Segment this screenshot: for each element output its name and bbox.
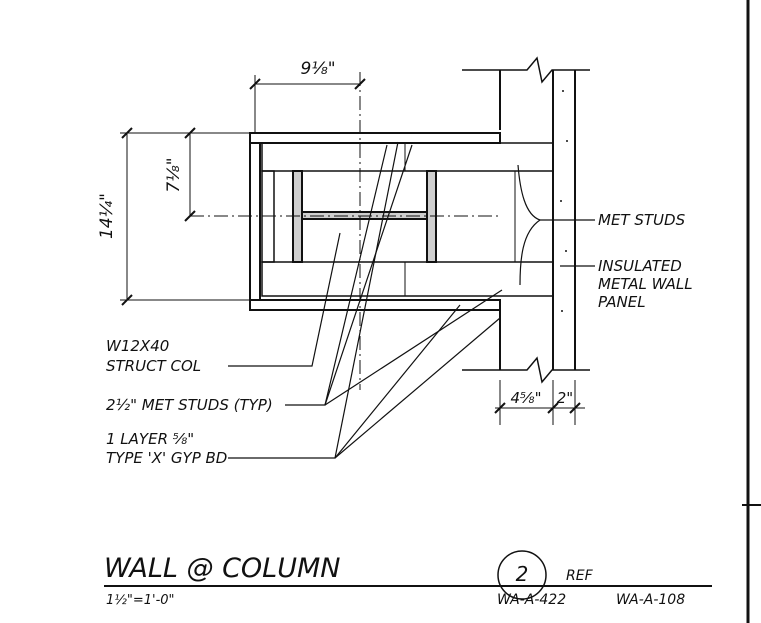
- detail-sheet: WA-A-422: [497, 592, 566, 608]
- detail-ref-sheet: WA-A-108: [616, 592, 685, 608]
- callout-column-line1: W12X40: [106, 337, 169, 355]
- detail-number: 2: [516, 562, 529, 586]
- callout-panel-line2: METAL WALL: [598, 275, 693, 293]
- dimension-wall-thickness: 4⅝" 2": [494, 380, 585, 425]
- callout-panel-line1: INSULATED: [598, 257, 682, 275]
- leader-lines: [228, 141, 595, 459]
- callout-panel-line3: PANEL: [598, 293, 646, 311]
- dimension-half-depth: 7⅛": [164, 127, 196, 222]
- detail-title: WALL @ COLUMN: [104, 553, 340, 584]
- dimension-overall-depth-label: 14¼": [97, 193, 117, 239]
- callout-gyp-line1: 1 LAYER ⅝": [106, 430, 194, 448]
- detail-number-bubble: [497, 550, 547, 600]
- dimension-stud-depth-label: 4⅝": [511, 389, 542, 407]
- callout-studs-typ: 2½" MET STUDS (TYP): [106, 396, 273, 414]
- dimension-overall-depth: 14¼": [97, 127, 250, 306]
- detail-title-block: WALL @ COLUMN 1½"=1'-0" 2 REF WA-A-422 W…: [104, 550, 712, 608]
- callout-gyp-line2: TYPE 'X' GYP BD: [106, 449, 227, 467]
- dimension-col-half-width: 9⅛": [249, 59, 366, 133]
- detail-ref-label: REF: [566, 568, 594, 584]
- sheet-border: [742, 0, 761, 623]
- dimension-half-depth-label: 7⅛": [164, 157, 184, 192]
- callout-met-studs: MET STUDS: [598, 211, 686, 229]
- callouts: W12X40 STRUCT COL 2½" MET STUDS (TYP) 1 …: [106, 211, 693, 467]
- detail-scale: 1½"=1'-0": [106, 593, 175, 608]
- dimension-col-half-width-label: 9⅛": [300, 59, 335, 79]
- dimension-panel-thickness-label: 2": [557, 389, 573, 407]
- centerlines: [190, 72, 500, 390]
- callout-column-line2: STRUCT COL: [106, 357, 201, 375]
